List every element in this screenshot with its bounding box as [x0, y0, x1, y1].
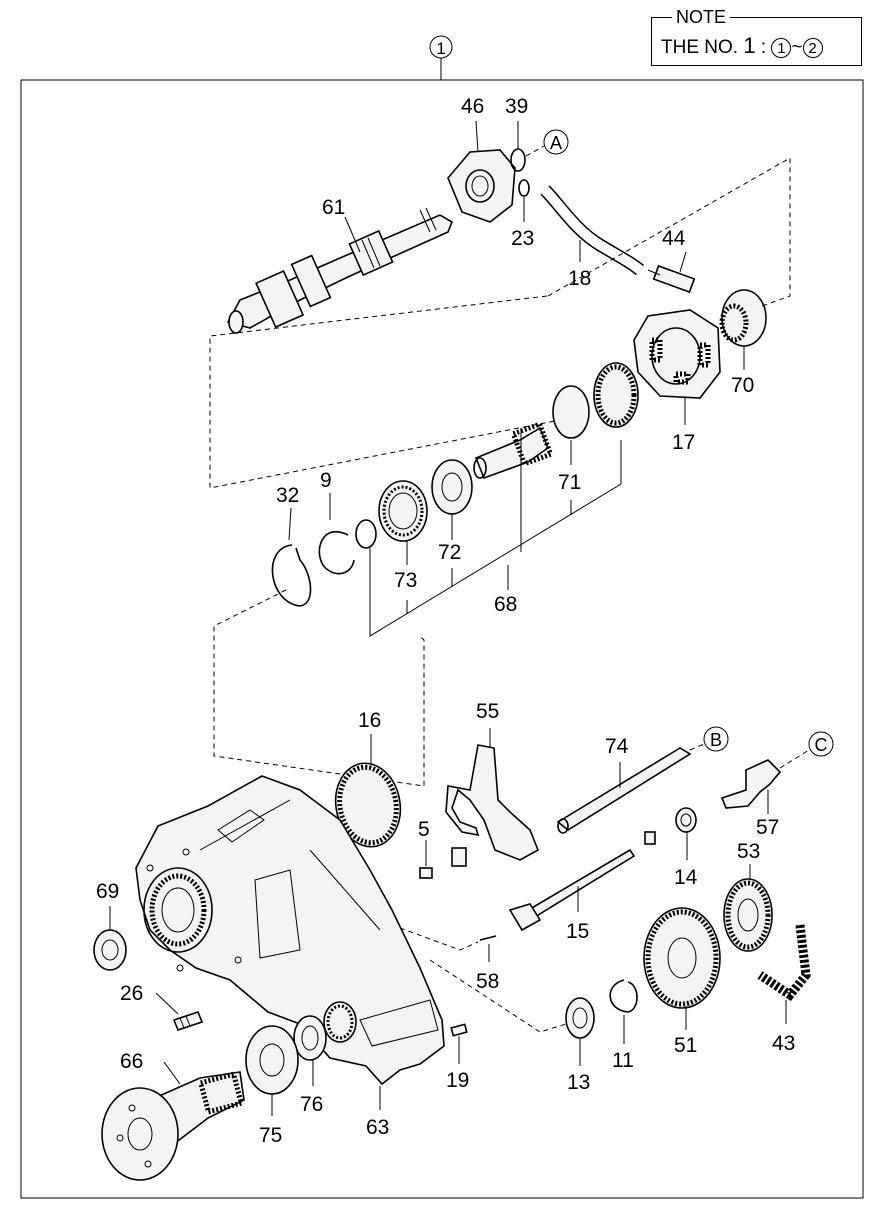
part-label-61: 61 [322, 196, 345, 219]
part-label-9: 9 [320, 469, 332, 492]
bushing [675, 807, 697, 833]
vent-fitting [647, 264, 696, 294]
part-label-26: 26 [120, 982, 143, 1005]
rear-seal [293, 1015, 327, 1061]
snap-ring-output [609, 979, 638, 1013]
front-seal [93, 929, 127, 971]
drain-plug [172, 1011, 204, 1031]
callout-a-label: A [550, 133, 562, 153]
companion-flange [101, 1071, 245, 1181]
note-box: NOTE THE NO. 1 : 1~2 [651, 7, 862, 66]
part-label-39: 39 [505, 95, 528, 118]
note-range-start: 1 [771, 37, 792, 58]
part-label-51: 51 [674, 1034, 697, 1057]
part-label-58: 58 [476, 970, 499, 993]
part-label-53: 53 [737, 840, 760, 863]
sun-gear-washer [719, 289, 767, 347]
note-range-sep: ~ [791, 37, 803, 58]
part-label-55: 55 [476, 700, 499, 723]
part-label-14: 14 [674, 866, 698, 889]
part-label-19: 19 [446, 1069, 469, 1092]
part-label-63: 63 [366, 1116, 389, 1139]
dust-deflector [245, 1025, 299, 1095]
thrust-washer [431, 459, 473, 515]
part-label-70: 70 [731, 374, 754, 397]
callout-c-circle [808, 731, 834, 757]
shift-rail [556, 747, 692, 834]
part-label-16: 16 [358, 709, 381, 732]
spring-pin [479, 935, 497, 941]
note-range-end: 2 [802, 37, 823, 58]
shift-fork [445, 744, 540, 867]
part-label-15: 15 [566, 920, 589, 943]
thrust-plate [552, 385, 590, 439]
output-bearing [565, 997, 595, 1039]
snap-ring-small [355, 519, 377, 549]
retaining-ring [271, 544, 312, 607]
part-label-46: 46 [461, 95, 484, 118]
note-prefix: THE NO. [661, 37, 739, 58]
callout-b-label: B [710, 730, 722, 750]
input-shaft [226, 207, 453, 334]
chain-sprocket-ring [334, 762, 402, 848]
part-label-69: 69 [96, 880, 119, 903]
part-label-23: 23 [511, 227, 534, 250]
shift-lug [720, 759, 782, 809]
part-label-72: 72 [438, 541, 461, 564]
output-shaft [473, 420, 554, 480]
transfer-case-housing [135, 775, 445, 1086]
part-label-32: 32 [276, 484, 299, 507]
dowel-pin [450, 1023, 468, 1037]
pin-small [644, 831, 656, 845]
note-title: NOTE [672, 7, 731, 27]
retainer-flange [447, 149, 516, 223]
output-gear [643, 907, 721, 1009]
planetary-carrier [633, 309, 721, 399]
part-label-73: 73 [394, 569, 417, 592]
ball-bearing [378, 480, 428, 542]
part-label-68: 68 [494, 593, 517, 616]
part-label-5: 5 [418, 818, 430, 841]
fork-shaft [508, 848, 636, 932]
part-label-75: 75 [259, 1124, 282, 1147]
callout-a-circle [543, 129, 569, 155]
part-label-76: 76 [300, 1093, 323, 1116]
assembly-frame [20, 79, 864, 1199]
note-number: 1 [743, 33, 756, 58]
part-label-13: 13 [567, 1071, 590, 1094]
callout-b-circle [703, 726, 729, 752]
part-label-57: 57 [756, 816, 779, 839]
part-label-11: 11 [612, 1049, 634, 1072]
seal-ring [510, 148, 526, 172]
note-colon: : [760, 37, 767, 58]
detent-block [419, 867, 433, 879]
snap-ring [318, 531, 355, 575]
part-label-74: 74 [605, 735, 629, 758]
part-label-66: 66 [120, 1050, 143, 1073]
clip [518, 179, 530, 197]
part-label-17: 17 [672, 431, 695, 454]
driven-sprocket [723, 878, 773, 952]
note-line: THE NO. 1 : 1~2 [661, 34, 823, 60]
part-label-71: 71 [558, 471, 581, 494]
drive-chain [757, 924, 811, 1002]
part-label-43: 43 [772, 1032, 795, 1055]
callout-c-label: C [815, 735, 828, 755]
assembly-ref-label: 1 [436, 39, 445, 58]
assembly-ref-circle [429, 35, 453, 59]
part-label-44: 44 [662, 227, 686, 250]
drive-ring-gear [593, 362, 639, 428]
